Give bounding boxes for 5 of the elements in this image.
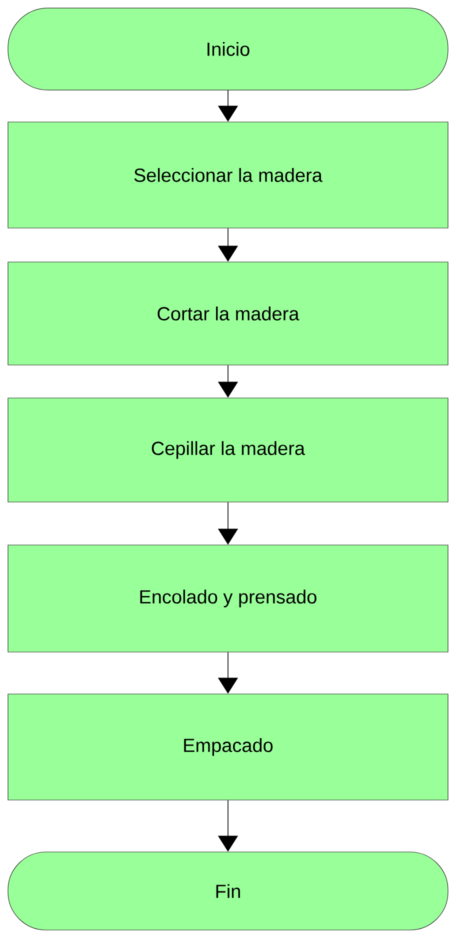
process-box: Seleccionar la madera — [8, 122, 448, 228]
process-box: Encolado y prensado — [8, 544, 448, 652]
process-box: Empacado — [8, 694, 448, 800]
process-box: Cortar la madera — [8, 262, 448, 366]
process-box: Cepillar la madera — [8, 398, 448, 502]
